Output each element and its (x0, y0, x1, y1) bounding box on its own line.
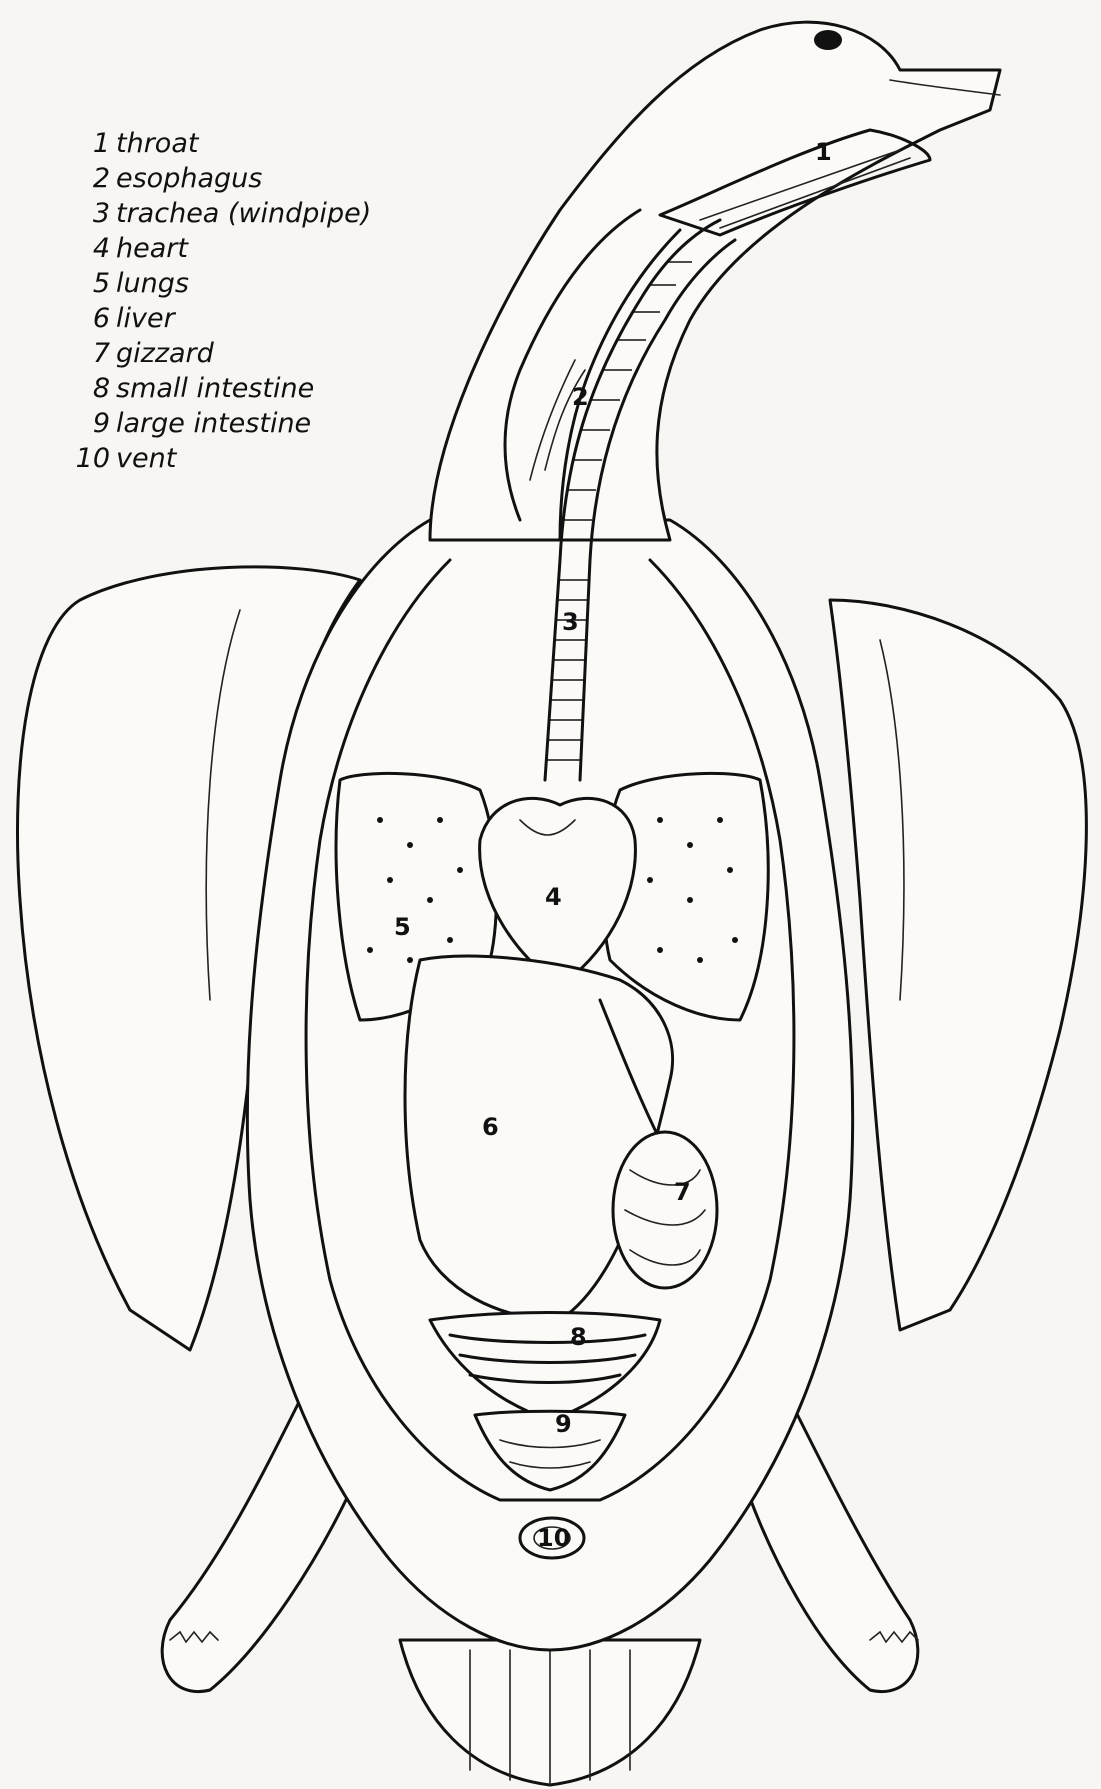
eye (814, 30, 842, 50)
legend-number: 2 (64, 161, 110, 196)
legend-label: liver (116, 303, 175, 334)
callout-5: 5 (394, 913, 411, 941)
legend-label: trachea (windpipe) (116, 198, 371, 229)
legend-label: throat (116, 128, 198, 159)
legend-number: 7 (64, 336, 110, 371)
callout-9: 9 (555, 1410, 572, 1438)
callout-8: 8 (570, 1323, 587, 1351)
legend-label: small intestine (116, 373, 314, 404)
legend-number: 6 (64, 301, 110, 336)
legend-number: 8 (64, 371, 110, 406)
legend-label: esophagus (116, 163, 262, 194)
neck-outline (430, 22, 1000, 540)
legend-number: 5 (64, 266, 110, 301)
legend-number: 4 (64, 231, 110, 266)
legend-label: gizzard (116, 338, 214, 369)
right-wing (830, 600, 1086, 1330)
legend-number: 9 (64, 406, 110, 441)
legend-label: lungs (116, 268, 189, 299)
callout-7: 7 (674, 1178, 691, 1206)
legend-number: 3 (64, 196, 110, 231)
callout-3: 3 (562, 608, 579, 636)
callout-6: 6 (482, 1113, 499, 1141)
legend-label: vent (116, 443, 176, 474)
legend-label: heart (116, 233, 188, 264)
callout-4: 4 (545, 883, 562, 911)
callout-1: 1 (815, 138, 832, 166)
legend-label: large intestine (116, 408, 311, 439)
callout-2: 2 (572, 383, 589, 411)
callout-10: 10 (537, 1524, 570, 1552)
legend-number: 10 (64, 441, 110, 476)
legend-number: 1 (64, 126, 110, 161)
